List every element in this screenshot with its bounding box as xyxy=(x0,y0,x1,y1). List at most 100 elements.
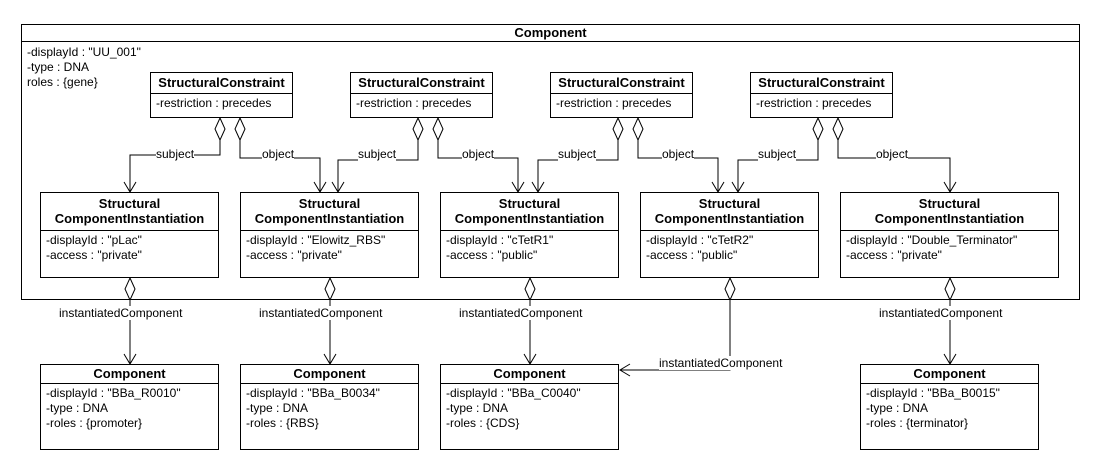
attribute: -displayId : "Elowitz_RBS" xyxy=(246,233,386,247)
attribute: -access : "private" xyxy=(246,248,342,262)
instantiation-title: Structural ComponentInstantiation xyxy=(841,193,1058,231)
attribute: -displayId : "BBa_R0010" xyxy=(46,386,181,400)
attribute: -displayId : "Double_Terminator" xyxy=(846,233,1018,247)
instantiation-attributes: -displayId : "cTetR1" -access : "public" xyxy=(441,231,618,263)
attribute: -type : DNA xyxy=(46,401,109,415)
instantiation-title-line: Structural xyxy=(298,196,361,211)
component-attributes: -displayId : "BBa_B0034" -type : DNA -ro… xyxy=(241,384,418,431)
constraint-title: StructuralConstraint xyxy=(551,73,692,94)
attribute: -access : "public" xyxy=(446,248,538,262)
instantiation-title-line: Structural xyxy=(698,196,761,211)
instantiation-attributes: -displayId : "pLac" -access : "private" xyxy=(41,231,218,263)
instantiation-attributes: -displayId : "Elowitz_RBS" -access : "pr… xyxy=(241,231,418,263)
constraint-attribute: -restriction : precedes xyxy=(156,96,272,110)
instantiation-box: Structural ComponentInstantiation -displ… xyxy=(40,192,219,278)
object-label: object xyxy=(462,147,495,161)
component-attributes: -displayId : "BBa_R0010" -type : DNA -ro… xyxy=(41,384,218,431)
aggregation-diamond xyxy=(724,276,736,302)
component-title: Component xyxy=(241,365,418,384)
aggregation-diamond xyxy=(412,116,424,142)
instantiation-title-line: ComponentInstantiation xyxy=(874,211,1025,226)
instantiated-component-edge xyxy=(620,300,731,371)
instantiated-component-label: instantiatedComponent xyxy=(659,356,783,370)
instantiation-title: Structural ComponentInstantiation xyxy=(641,193,818,231)
structural-constraint-box: StructuralConstraint -restriction : prec… xyxy=(550,72,693,118)
subject-label: subject xyxy=(358,147,397,161)
attribute: -type : DNA xyxy=(27,60,90,74)
instantiation-title: Structural ComponentInstantiation xyxy=(441,193,618,231)
component-title: Component xyxy=(41,365,218,384)
structural-constraint-box: StructuralConstraint -restriction : prec… xyxy=(150,72,293,118)
subject-label: subject xyxy=(758,147,797,161)
attribute: -displayId : "BBa_C0040" xyxy=(446,386,581,400)
outer-component-box: Component -displayId : "UU_001" -type : … xyxy=(21,24,1080,300)
instantiation-box: Structural ComponentInstantiation -displ… xyxy=(640,192,819,278)
constraint-title: StructuralConstraint xyxy=(151,73,292,94)
aggregation-diamond xyxy=(432,116,444,142)
instantiation-title-line: Structural xyxy=(98,196,161,211)
constraint-attribute: -restriction : precedes xyxy=(556,96,672,110)
component-attributes: -displayId : "BBa_C0040" -type : DNA -ro… xyxy=(441,384,618,431)
aggregation-diamond xyxy=(524,276,536,302)
attribute: -access : "private" xyxy=(846,248,942,262)
attribute: -displayId : "pLac" xyxy=(46,233,142,247)
subject-label: subject xyxy=(156,147,195,161)
component-box: Component -displayId : "BBa_C0040" -type… xyxy=(440,364,619,450)
instantiation-title-line: ComponentInstantiation xyxy=(654,211,805,226)
attribute: -access : "private" xyxy=(46,248,142,262)
attribute: -type : DNA xyxy=(246,401,309,415)
constraint-title: StructuralConstraint xyxy=(751,73,892,94)
instantiated-component-label: instantiatedComponent xyxy=(259,306,383,320)
attribute: -type : DNA xyxy=(446,401,509,415)
instantiated-component-label: instantiatedComponent xyxy=(459,306,583,320)
instantiation-box: Structural ComponentInstantiation -displ… xyxy=(240,192,419,278)
aggregation-diamond xyxy=(812,116,824,142)
attribute: -roles : {promoter} xyxy=(46,416,143,430)
attribute: -roles : {terminator} xyxy=(866,416,969,430)
object-label: object xyxy=(262,147,295,161)
instantiation-title: Structural ComponentInstantiation xyxy=(241,193,418,231)
constraint-attribute: -restriction : precedes xyxy=(356,96,472,110)
attribute: -type : DNA xyxy=(866,401,929,415)
instantiation-attributes: -displayId : "Double_Terminator" -access… xyxy=(841,231,1058,263)
aggregation-diamond xyxy=(832,116,844,142)
attribute: -access : "public" xyxy=(646,248,738,262)
instantiation-title-line: ComponentInstantiation xyxy=(254,211,405,226)
instantiation-title-line: Structural xyxy=(918,196,981,211)
aggregation-diamond xyxy=(944,276,956,302)
structural-constraint-box: StructuralConstraint -restriction : prec… xyxy=(750,72,893,118)
attribute: roles : {gene} xyxy=(27,75,98,89)
arrowhead xyxy=(619,363,631,377)
component-attributes: -displayId : "BBa_B0015" -type : DNA -ro… xyxy=(861,384,1038,431)
attribute: -displayId : "cTetR1" xyxy=(446,233,554,247)
instantiation-attributes: -displayId : "cTetR2" -access : "public" xyxy=(641,231,818,263)
constraint-title: StructuralConstraint xyxy=(351,73,492,94)
instantiation-title-line: Structural xyxy=(498,196,561,211)
component-box: Component -displayId : "BBa_R0010" -type… xyxy=(40,364,219,450)
instantiation-title: Structural ComponentInstantiation xyxy=(41,193,218,231)
attribute: -displayId : "BBa_B0034" xyxy=(246,386,380,400)
component-title: Component xyxy=(441,365,618,384)
instantiation-title-line: ComponentInstantiation xyxy=(454,211,605,226)
aggregation-diamond xyxy=(612,116,624,142)
aggregation-diamond xyxy=(234,116,246,142)
attribute: -displayId : "cTetR2" xyxy=(646,233,754,247)
aggregation-diamond xyxy=(214,116,226,142)
component-box: Component -displayId : "BBa_B0015" -type… xyxy=(860,364,1039,450)
aggregation-diamond xyxy=(632,116,644,142)
instantiation-box: Structural ComponentInstantiation -displ… xyxy=(440,192,619,278)
component-box: Component -displayId : "BBa_B0034" -type… xyxy=(240,364,419,450)
instantiation-box: Structural ComponentInstantiation -displ… xyxy=(840,192,1059,278)
outer-component-title: Component xyxy=(22,25,1079,42)
aggregation-diamond xyxy=(324,276,336,302)
attribute: -roles : {RBS} xyxy=(246,416,319,430)
aggregation-diamond xyxy=(124,276,136,302)
attribute: -displayId : "BBa_B0015" xyxy=(866,386,1000,400)
instantiated-component-label: instantiatedComponent xyxy=(59,306,183,320)
subject-label: subject xyxy=(558,147,597,161)
instantiation-title-line: ComponentInstantiation xyxy=(54,211,205,226)
structural-constraint-box: StructuralConstraint -restriction : prec… xyxy=(350,72,493,118)
attribute: -displayId : "UU_001" xyxy=(27,45,141,59)
attribute: -roles : {CDS} xyxy=(446,416,520,430)
outer-component-attributes: -displayId : "UU_001" -type : DNA roles … xyxy=(22,42,1079,90)
